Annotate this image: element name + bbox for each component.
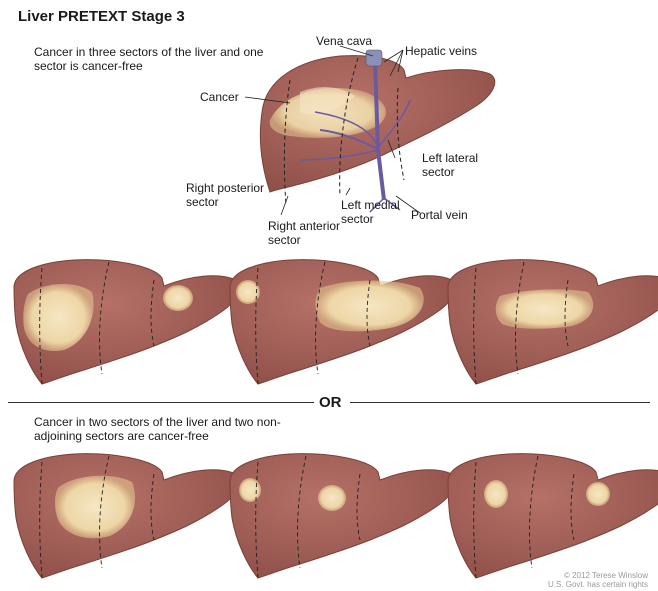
- divider-line-right: [350, 402, 650, 403]
- or-divider: OR: [319, 394, 342, 411]
- cancer-label: Cancer: [200, 90, 239, 104]
- main-liver: [260, 50, 494, 212]
- right-posterior-sector-label: Right posterior sector: [186, 181, 286, 209]
- liver-row1-c: [448, 260, 658, 384]
- liver-row2-c: [448, 454, 658, 578]
- right-anterior-sector-label: Right anterior sector: [268, 219, 358, 247]
- section2-description: Cancer in two sectors of the liver and t…: [34, 415, 294, 443]
- hepatic-veins-label: Hepatic veins: [405, 44, 477, 58]
- left-lateral-sector-label: Left lateral sector: [422, 151, 502, 179]
- credit-line-1: © 2012 Terese Winslow: [548, 571, 648, 580]
- vena-cava-label: Vena cava: [316, 34, 372, 48]
- liver-row1-b: [230, 260, 456, 384]
- copyright-credit: © 2012 Terese Winslow U.S. Govt. has cer…: [548, 571, 648, 589]
- credit-line-2: U.S. Govt. has certain rights: [548, 580, 648, 589]
- divider-line-left: [8, 402, 314, 403]
- liver-row1-a: [14, 260, 240, 384]
- liver-row2-b: [230, 454, 456, 578]
- liver-row2-a: [14, 454, 240, 578]
- portal-vein-label: Portal vein: [411, 208, 468, 222]
